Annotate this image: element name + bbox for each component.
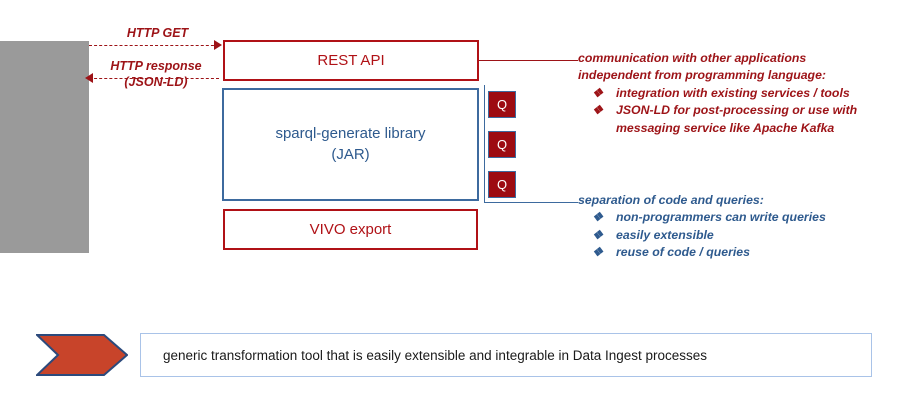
http-response-arrow-line — [89, 78, 219, 79]
query-chip-3-label: Q — [496, 177, 508, 192]
queries-annotation-bullet-2: ❖ easily extensible — [578, 227, 903, 244]
query-chip-2[interactable]: Q — [488, 131, 516, 158]
http-response-arrowhead-icon — [85, 72, 93, 83]
http-response-label: HTTP response (JSON-LD) — [95, 59, 217, 90]
summary-text: generic transformation tool that is easi… — [163, 347, 708, 363]
diamond-bullet-icon: ❖ — [592, 103, 604, 118]
diamond-bullet-icon: ❖ — [592, 245, 604, 260]
external-client-block — [0, 41, 89, 253]
query-chip-3[interactable]: Q — [488, 171, 516, 198]
summary-banner: generic transformation tool that is easi… — [140, 333, 872, 377]
queries-annotation-bullet-1-text: non-programmers can write queries — [616, 210, 826, 225]
query-chip-2-label: Q — [496, 137, 508, 152]
queries-connector-line — [484, 202, 578, 203]
queries-annotation-bullet-3-text: reuse of code / queries — [616, 245, 750, 260]
sparql-library-label-line2: (JAR) — [331, 145, 370, 163]
query-chip-1-label: Q — [496, 97, 508, 112]
http-get-arrowhead-icon — [214, 39, 222, 50]
sparql-library-label-line1: sparql-generate library — [275, 125, 426, 143]
http-get-arrow-line — [89, 45, 219, 46]
rest-annotation-head-line2: independent from programming language: — [578, 68, 826, 83]
rest-annotation-head-line1: communication with other applications — [578, 51, 807, 65]
rest-annotation-bullet-1-text: integration with existing services / too… — [616, 85, 850, 100]
rest-api-box[interactable]: REST API — [223, 40, 479, 81]
diamond-bullet-icon: ❖ — [592, 227, 604, 242]
sparql-generate-library-box[interactable]: sparql-generate library (JAR) — [222, 88, 479, 201]
diamond-bullet-icon: ❖ — [592, 85, 604, 100]
http-response-label-line2: (JSON-LD) — [124, 74, 188, 89]
query-chip-1[interactable]: Q — [488, 91, 516, 118]
rest-api-label: REST API — [317, 52, 385, 69]
queries-annotation: separation of code and queries: ❖ non-pr… — [578, 192, 903, 262]
rest-annotation-bullet-1: ❖ integration with existing services / t… — [578, 85, 903, 102]
query-chips-vertical-line — [484, 85, 485, 202]
queries-annotation-bullet-3: ❖ reuse of code / queries — [578, 244, 903, 261]
vivo-export-box[interactable]: VIVO export — [223, 209, 478, 250]
queries-annotation-head-line1: separation of code and queries: — [578, 193, 764, 207]
chevron-arrow-icon — [36, 334, 128, 376]
rest-api-connector-line — [479, 60, 578, 61]
http-response-label-line1: HTTP response — [110, 59, 202, 73]
queries-annotation-bullet-1: ❖ non-programmers can write queries — [578, 209, 903, 226]
rest-api-annotation: communication with other applications in… — [578, 50, 903, 137]
rest-annotation-bullet-2: ❖ JSON-LD for post-processing or use wit… — [578, 102, 903, 137]
vivo-export-label: VIVO export — [309, 221, 392, 238]
http-get-label: HTTP GET — [126, 26, 189, 40]
rest-annotation-bullet-2-line2: messaging service like Apache Kafka — [616, 120, 835, 135]
queries-annotation-bullet-2-text: easily extensible — [616, 227, 714, 242]
diamond-bullet-icon: ❖ — [592, 210, 604, 225]
rest-annotation-bullet-2-text: JSON-LD for post-processing or use with … — [616, 102, 903, 137]
rest-annotation-bullet-2-line1: JSON-LD for post-processing or use with — [616, 103, 858, 118]
